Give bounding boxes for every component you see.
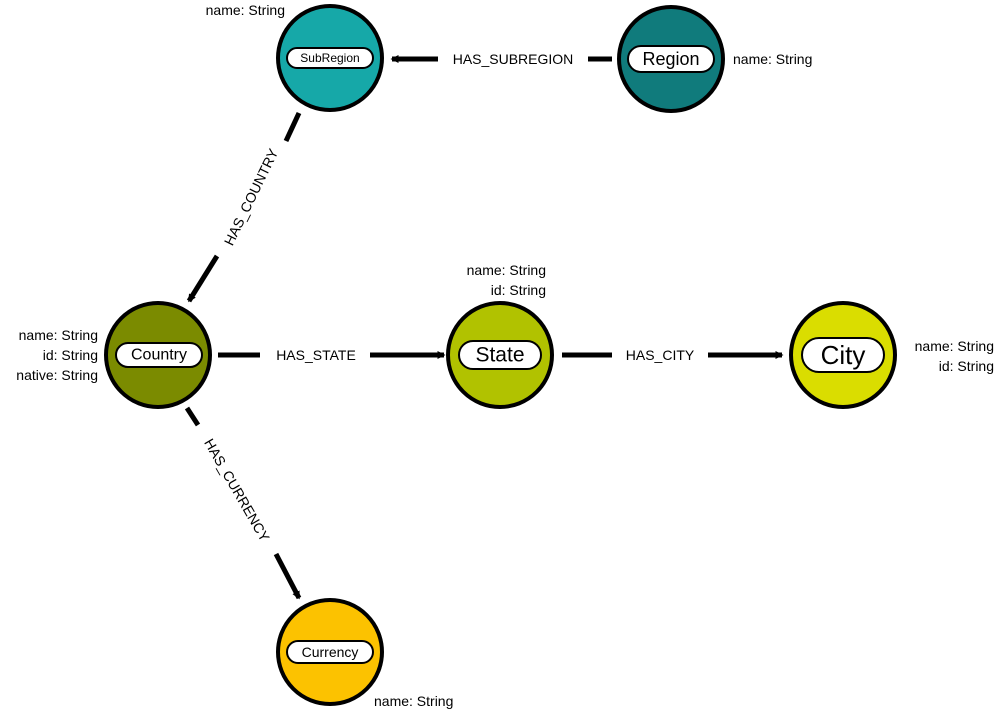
node-label-pill xyxy=(115,342,203,368)
arrow-down-right-icon xyxy=(273,552,302,600)
property-country-native: native: String xyxy=(16,367,98,383)
edge-has-country: HAS_COUNTRY xyxy=(186,111,302,303)
node-label-pill xyxy=(458,340,542,370)
node-label-subregion: SubRegion xyxy=(300,51,359,65)
property-city-name: name: String xyxy=(915,338,994,354)
node-region[interactable]: Region name: String xyxy=(617,5,812,113)
edge-label-has-state: HAS_STATE xyxy=(276,347,356,363)
node-country[interactable]: Country name: String id: String native: … xyxy=(16,301,212,409)
property-state-name: name: String xyxy=(467,262,546,278)
arrow-down-left-icon xyxy=(186,254,220,303)
node-label-region: Region xyxy=(642,49,699,69)
property-subregion-name: name: String xyxy=(206,2,285,18)
node-label-pill xyxy=(286,640,374,664)
property-region-name: name: String xyxy=(733,51,812,67)
node-state[interactable]: State name: String id: String xyxy=(446,262,554,409)
property-country-name: name: String xyxy=(19,327,98,343)
node-label-pill xyxy=(627,45,715,73)
node-label-pill xyxy=(286,47,374,69)
edge-label-has-subregion: HAS_SUBREGION xyxy=(453,51,574,67)
node-currency[interactable]: Currency name: String xyxy=(276,598,453,709)
node-subregion[interactable]: SubRegion name: String xyxy=(206,2,384,112)
node-label-pill xyxy=(801,337,885,373)
edge-has-currency: HAS_CURRENCY xyxy=(184,406,302,600)
property-city-id: id: String xyxy=(939,358,994,374)
node-label-country: Country xyxy=(131,347,187,364)
edge-label-has-currency: HAS_CURRENCY xyxy=(201,436,273,545)
node-label-state: State xyxy=(475,344,524,367)
edge-has-city: HAS_CITY xyxy=(562,347,784,363)
edge-label-has-country: HAS_COUNTRY xyxy=(221,145,282,247)
node-city[interactable]: City name: String id: String xyxy=(789,301,994,409)
edge-has-subregion: HAS_SUBREGION xyxy=(390,51,612,67)
edge-has-state: HAS_STATE xyxy=(218,347,446,363)
property-state-id: id: String xyxy=(491,282,546,298)
edge-line xyxy=(283,111,302,143)
node-label-currency: Currency xyxy=(302,644,359,660)
edge-line xyxy=(184,406,201,427)
edge-label-has-city: HAS_CITY xyxy=(626,347,695,363)
property-country-id: id: String xyxy=(43,347,98,363)
property-currency-name: name: String xyxy=(374,693,453,709)
node-label-city: City xyxy=(821,340,866,370)
